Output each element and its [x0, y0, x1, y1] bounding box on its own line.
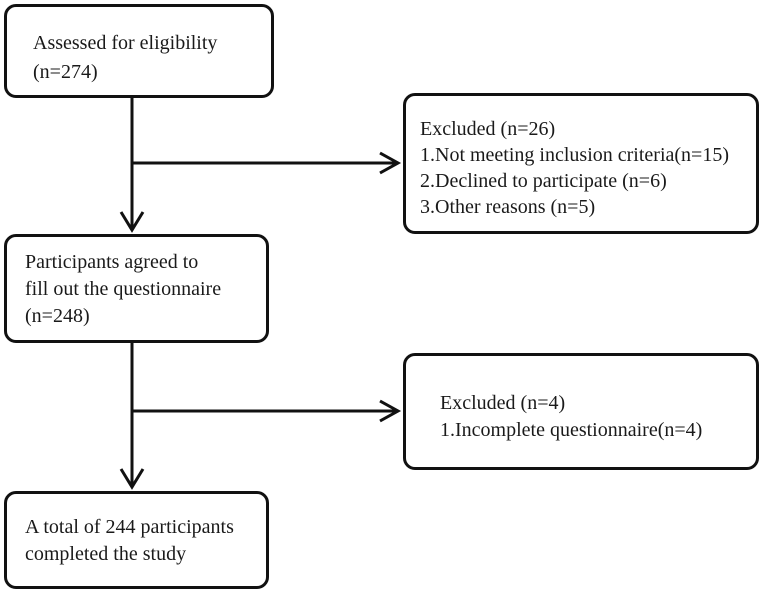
assessed-count: (n=274)	[33, 61, 98, 83]
agreed-label-line-1: Participants agreed to	[25, 251, 199, 273]
assessed-box: Assessed for eligibility (n=274)	[4, 4, 274, 98]
excluded-first-reason-3: 3.Other reasons (n=5)	[420, 196, 596, 218]
completed-box: A total of 244 participants completed th…	[4, 491, 269, 589]
excluded-second-box: Excluded (n=4) 1.Incomplete questionnair…	[403, 353, 759, 470]
arrowhead-to-excluded-first	[379, 151, 402, 175]
completed-label-line-1: A total of 244 participants	[25, 516, 234, 538]
arrowhead-to-agreed	[119, 211, 145, 233]
assessed-label: Assessed for eligibility	[33, 32, 218, 54]
excluded-first-title: Excluded (n=26)	[420, 118, 556, 140]
excluded-first-reason-2: 2.Declined to participate (n=6)	[420, 170, 667, 192]
agreed-count: (n=248)	[25, 305, 90, 327]
agreed-label-line-2: fill out the questionnaire	[25, 278, 222, 300]
excluded-second-title: Excluded (n=4)	[440, 392, 566, 414]
arrowhead-to-completed	[119, 468, 145, 490]
excluded-second-reason-1: 1.Incomplete questionnaire(n=4)	[440, 419, 703, 441]
completed-label-line-2: completed the study	[25, 543, 187, 565]
agreed-box: Participants agreed to fill out the ques…	[4, 234, 269, 343]
excluded-first-box: Excluded (n=26) 1.Not meeting inclusion …	[403, 93, 759, 234]
excluded-first-reason-1: 1.Not meeting inclusion criteria(n=15)	[420, 144, 729, 166]
arrowhead-to-excluded-second	[379, 399, 402, 423]
